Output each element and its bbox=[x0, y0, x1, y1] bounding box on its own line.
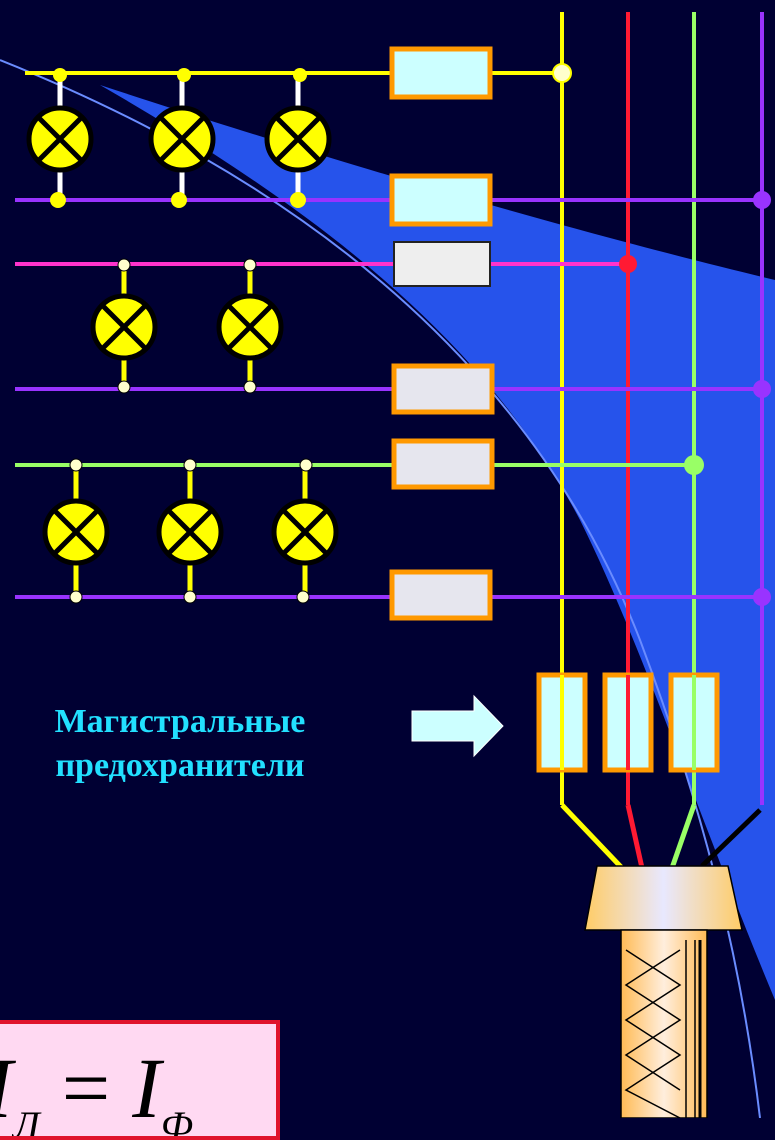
fuse bbox=[389, 569, 493, 621]
junction-dot bbox=[619, 255, 637, 273]
cable-wire-black bbox=[700, 808, 762, 868]
lamp-group-2 bbox=[90, 258, 284, 394]
beam-edge-line bbox=[0, 59, 761, 1118]
junction-dot bbox=[552, 63, 572, 83]
fuse bbox=[391, 363, 495, 415]
fuse bbox=[391, 438, 495, 490]
main-fuses bbox=[536, 672, 720, 773]
cable-wire-green bbox=[669, 804, 697, 869]
formula-box: IЛ=IФ bbox=[0, 1020, 280, 1140]
branch-fuses bbox=[389, 46, 495, 621]
fuse bbox=[389, 46, 493, 100]
lamp-group-3 bbox=[42, 458, 339, 604]
lamp bbox=[216, 258, 284, 394]
cable-head bbox=[584, 865, 743, 931]
lamp bbox=[26, 68, 94, 208]
main-fuses-caption: Магистральные предохранители bbox=[0, 700, 360, 788]
lamp bbox=[148, 68, 216, 208]
cable-wire-yellow bbox=[560, 803, 624, 870]
formula-lhs-symbol: I bbox=[0, 1040, 13, 1136]
junction-dot bbox=[753, 380, 771, 398]
lamp bbox=[156, 458, 224, 604]
formula-rhs-subscript: Ф bbox=[160, 1103, 194, 1140]
fuse bbox=[393, 241, 491, 287]
current-formula: IЛ=IФ bbox=[0, 1038, 194, 1140]
formula-lhs-subscript: Л bbox=[12, 1103, 40, 1140]
cable-body bbox=[620, 929, 708, 1118]
lamp bbox=[264, 68, 332, 208]
lamp bbox=[42, 458, 110, 604]
lamp bbox=[271, 458, 339, 604]
cable-wire-red bbox=[625, 804, 645, 869]
caption-line-1: Магистральные bbox=[54, 703, 306, 740]
arrow-icon bbox=[411, 694, 504, 758]
fuse bbox=[389, 173, 493, 227]
junction-dot bbox=[753, 191, 771, 209]
caption-line-2: предохранители bbox=[55, 747, 305, 784]
junction-dot bbox=[684, 455, 704, 475]
formula-rhs-symbol: I bbox=[132, 1040, 161, 1136]
lamp-group-1 bbox=[26, 68, 332, 208]
formula-operator: = bbox=[61, 1040, 111, 1136]
cable-winding bbox=[624, 940, 702, 1118]
light-beam bbox=[100, 85, 775, 1000]
junction-dot bbox=[753, 588, 771, 606]
lamp bbox=[90, 258, 158, 394]
